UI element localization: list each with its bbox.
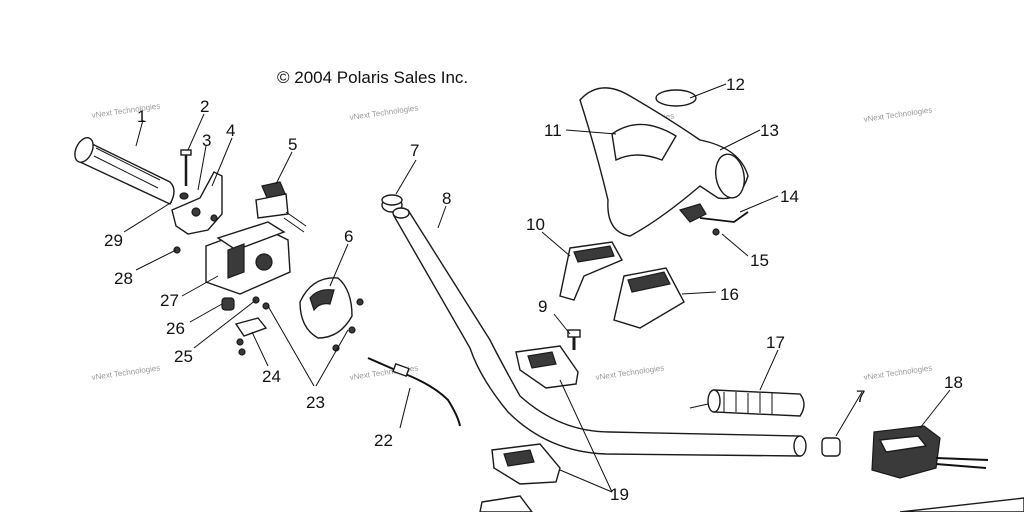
part-13-pod [579,87,749,237]
callout-1: 1 [137,107,146,126]
part-4-bracket [171,171,223,235]
callout-25: 25 [174,347,193,366]
callout-2: 2 [200,97,209,116]
part-5-switch [255,181,307,233]
part-9-bolt [567,329,581,350]
watermark-6: vNext Technologies [349,363,419,382]
callout-11: 11 [544,121,562,140]
callout-10: 10 [526,215,545,234]
callout-26: 26 [166,319,185,338]
callout-3: 3 [202,131,211,150]
callout-22: 22 [374,431,393,450]
part-7-endcap-right [821,437,841,457]
part-2-screw [180,149,192,186]
callout-17: 17 [766,333,785,352]
watermark-8: vNext Technologies [863,363,933,382]
callout-14: 14 [780,187,799,206]
watermark-text: vNext Technologies [91,363,161,382]
callout-labels: 1 2 3 4 5 6 7 7 8 9 10 11 12 13 14 15 16… [104,75,963,504]
part-17-grip-right [689,389,805,417]
callout-4: 4 [226,121,235,140]
watermark-4: vNext Technologies [863,105,933,124]
part-15-screw [712,228,720,236]
part-27-housing [205,221,291,295]
watermark-text: vNext Technologies [91,101,161,120]
copyright-notice: © 2004 Polaris Sales Inc. [277,68,469,87]
callout-16: 16 [720,285,739,304]
callout-12: 12 [726,75,745,94]
callout-23: 23 [306,393,325,412]
part-28-screw [173,246,181,254]
callout-6: 6 [344,227,353,246]
callout-18: 18 [944,373,963,392]
watermark-2: vNext Technologies [349,103,419,122]
watermark-text: vNext Technologies [595,363,665,382]
callout-5: 5 [288,135,297,154]
callout-7-right: 7 [856,387,865,406]
callout-15: 15 [750,251,769,270]
part-24-cover [234,317,268,356]
watermark-7: vNext Technologies [595,363,665,382]
part-10-cover-half [559,241,623,301]
callout-13: 13 [760,121,779,140]
callout-27: 27 [160,291,179,310]
part-18-switch-assembly [871,425,1024,512]
watermark-5: vNext Technologies [91,363,161,382]
part-19-clamp-lower [479,443,561,512]
part-22-cable [367,357,461,427]
callout-8: 8 [442,189,451,208]
callout-29: 29 [104,231,123,250]
part-16-cover-half [613,267,685,329]
part-3-washer [179,192,189,200]
part-6-cover [262,277,364,352]
callout-9: 9 [538,297,547,316]
callout-19: 19 [610,485,629,504]
callout-7-left: 7 [410,141,419,160]
part-8-handlebar [392,207,807,457]
watermark-text: vNext Technologies [349,103,419,122]
watermark-text: vNext Technologies [349,363,419,382]
part-1-grip [74,137,175,205]
part-19-clamp-upper [515,345,579,389]
part-12-decal [655,89,697,107]
part-26-bushing [221,297,235,311]
watermark-text: vNext Technologies [863,363,933,382]
callout-24: 24 [262,367,281,386]
watermark-text: vNext Technologies [863,105,933,124]
leader-lines [123,83,951,493]
callout-28: 28 [114,269,133,288]
part-14-cable [699,211,749,223]
watermark-1: vNext Technologies [91,101,161,120]
